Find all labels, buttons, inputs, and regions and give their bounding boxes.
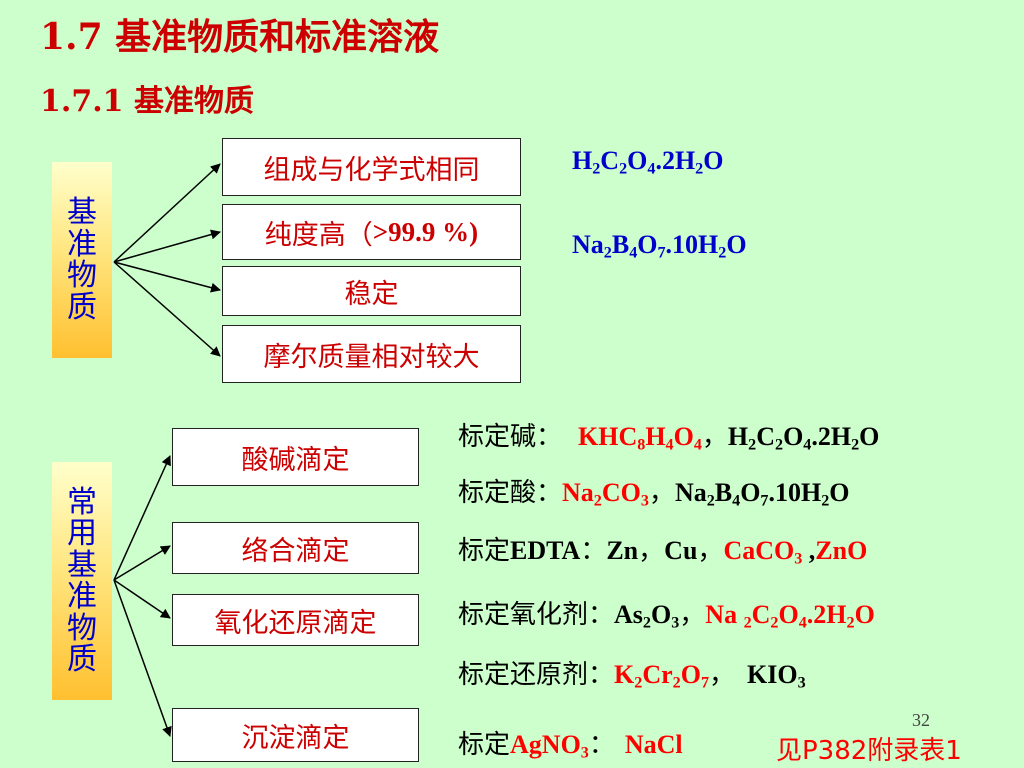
label-char: 基 (67, 195, 97, 230)
box-acid-base-titration: 酸碱滴定 (172, 428, 419, 486)
box-text: 络合滴定 (241, 535, 350, 567)
arrow-composition (113, 163, 221, 263)
box-composition: 组成与化学式相同 (222, 138, 521, 196)
row-standardize-acid: 标定酸：Na2CO3，Na2B4O7.10H2O (458, 478, 850, 510)
label-char: 质 (67, 642, 97, 677)
box-text: 沉淀滴定 (241, 722, 350, 754)
box-text: 摩尔质量相对较大 (263, 341, 480, 373)
box-text: 氧化还原滴定 (214, 607, 377, 639)
arrow-acid-base (113, 455, 171, 581)
box-stable: 稳定 (222, 266, 521, 316)
box-text: 酸碱滴定 (241, 444, 350, 476)
arrow-redox (113, 579, 171, 619)
arrow-molar-mass (113, 261, 221, 357)
label-primary-standard: 基 准 物 质 (52, 162, 112, 358)
row-standardize-edta: 标定EDTA：Zn，Cu，CaCO3 ,ZnO (458, 536, 868, 568)
box-redox-titration: 氧化还原滴定 (172, 594, 419, 646)
arrow-complexation (113, 545, 171, 581)
arrow-purity (113, 229, 221, 263)
section-subtitle: 1.7.1 基准物质 (40, 84, 254, 119)
box-text-purity-value: >99.9 %) (372, 216, 479, 247)
label-char: 基 (67, 547, 97, 583)
box-text: 稳定 (344, 278, 399, 310)
row-standardize-base: 标定碱：KHC8H4O4，H2C2O4.2H2O (458, 422, 880, 454)
box-complexometric-titration: 络合滴定 (172, 522, 419, 574)
row-standardize-reductant: 标定还原剂：K2Cr2O7，KIO3 (458, 660, 806, 692)
label-char: 常 (67, 484, 97, 520)
label-char: 用 (67, 516, 97, 551)
box-text: 组成与化学式相同 (263, 154, 480, 186)
label-char: 准 (67, 579, 97, 614)
label-char: 准 (67, 226, 97, 262)
page-title: 1.7 基准物质和标准溶液 (40, 16, 440, 58)
reference-appendix: 见P382附录表1 (776, 736, 962, 766)
arrow-precipitation (113, 579, 172, 737)
label-char: 物 (67, 610, 97, 646)
row-standardize-agno3: 标定AgNO3：NaCl (458, 730, 683, 762)
box-text: 纯度高（ (264, 219, 373, 251)
row-standardize-oxidant: 标定氧化剂：As2O3，Na 2C2O4.2H2O (458, 600, 875, 632)
box-molar-mass: 摩尔质量相对较大 (222, 325, 521, 383)
box-precipitation-titration: 沉淀滴定 (172, 708, 419, 762)
arrow-stable (113, 261, 221, 293)
example-borax: Na2B4O7.10H2O (572, 230, 747, 262)
box-purity: 纯度高（>99.9 %) (222, 204, 521, 260)
example-oxalic-acid: H2C2O4.2H2O (572, 146, 724, 178)
label-char: 质 (67, 289, 97, 325)
label-char: 物 (67, 258, 97, 293)
page-number: 32 (912, 710, 930, 730)
label-common-primary-standard: 常 用 基 准 物 质 (52, 462, 112, 700)
